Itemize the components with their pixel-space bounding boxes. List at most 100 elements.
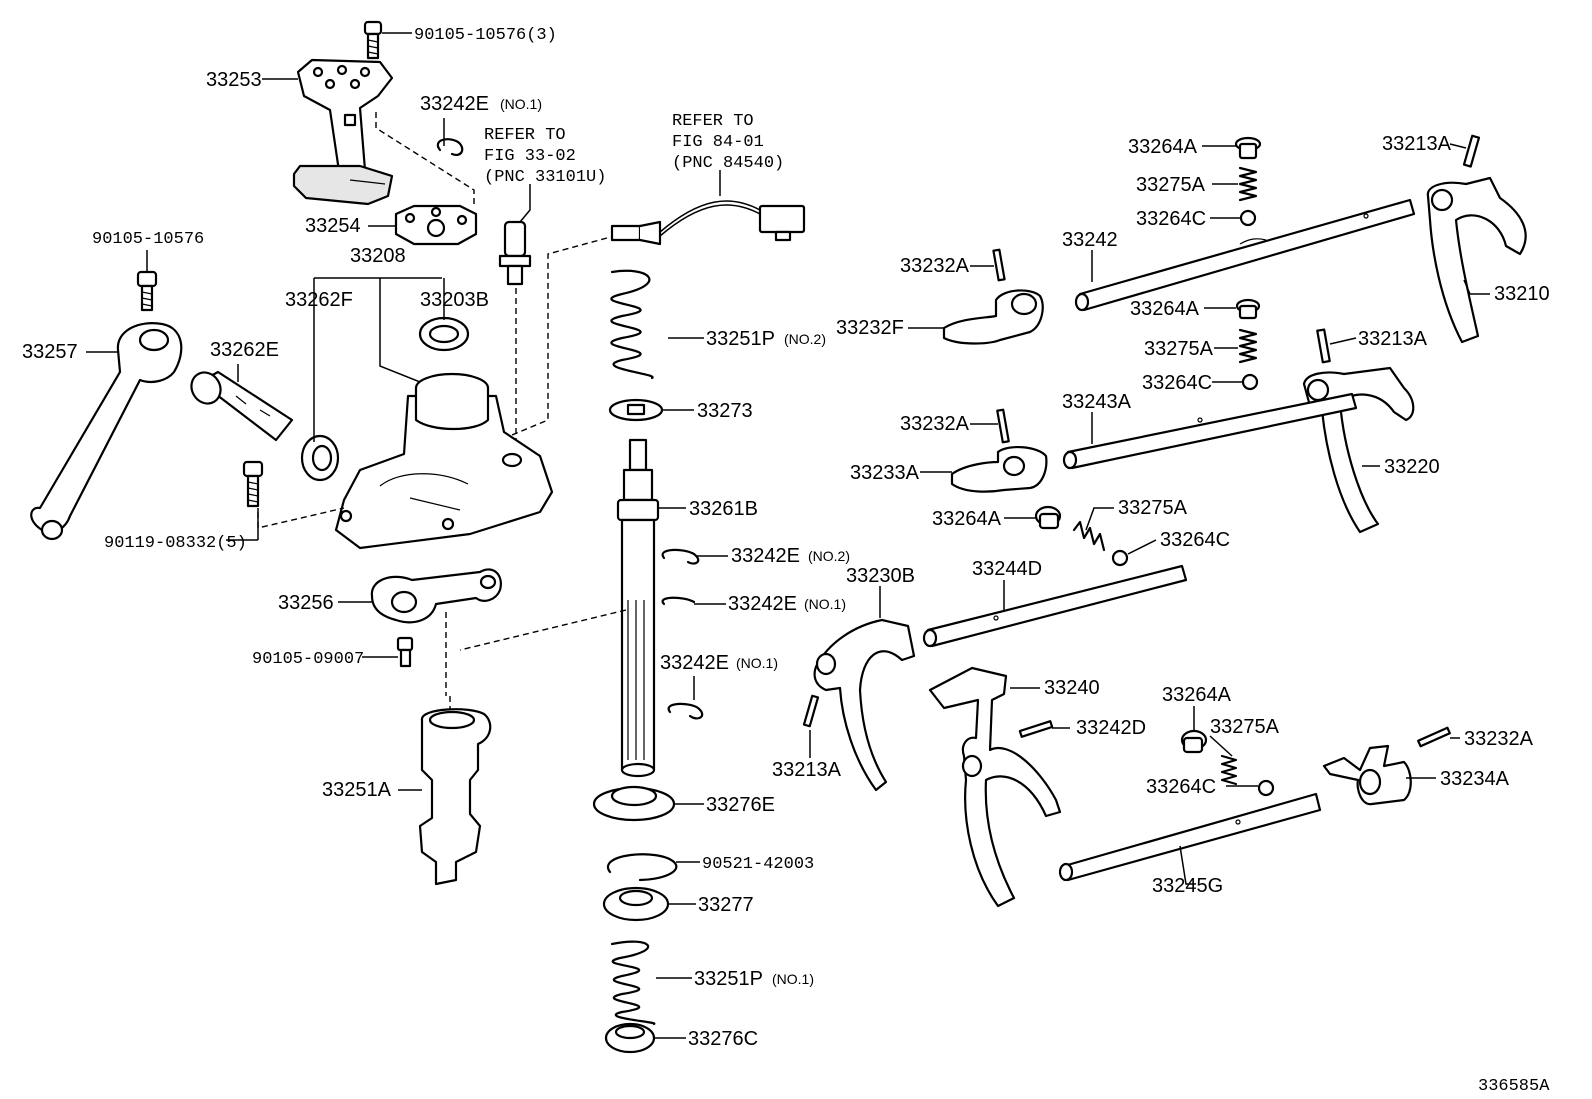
reference-note-line: FIG 84-01 <box>672 133 764 152</box>
spring-part <box>1238 166 1258 202</box>
callout-label: 33242 <box>1062 229 1118 251</box>
callout-label: 33251P <box>694 968 763 990</box>
shift-head-part <box>942 289 1044 345</box>
callout-label: 33234A <box>1440 768 1510 790</box>
pin-part <box>992 248 1006 282</box>
pin-part <box>1018 720 1054 738</box>
spring-seat-part <box>592 785 676 822</box>
callout-label: 33257 <box>22 341 78 363</box>
e-ring-part <box>661 596 696 606</box>
callout-label: 90119-08332(5) <box>104 534 247 553</box>
shift-lever-part <box>30 322 183 541</box>
ball-part <box>1239 209 1257 227</box>
reference-note-line: FIG 33-02 <box>484 147 576 166</box>
callout-label: 33264A <box>932 508 1002 530</box>
ball-part <box>1257 779 1275 797</box>
callout-label: 33213A <box>772 759 842 781</box>
shift-fork-shaft-part <box>1062 392 1358 470</box>
callout-label: 90521-42003 <box>702 855 814 874</box>
shift-fork-part <box>813 618 916 792</box>
spring-part <box>610 269 654 380</box>
pin-part <box>1417 726 1451 748</box>
plug-part <box>1034 505 1062 530</box>
callout-label: 33245G <box>1152 875 1223 897</box>
callout-label: 33264C <box>1146 776 1216 798</box>
callout-label: 33208 <box>350 245 406 267</box>
callout-label: 90105-10576 <box>92 230 204 249</box>
shift-cover-part <box>334 372 554 550</box>
pin-part <box>1462 134 1481 168</box>
pin-part <box>802 694 820 728</box>
callout-label: 33242E <box>660 652 729 674</box>
callout-note: (NO.1) <box>772 971 814 987</box>
callout-label: 33273 <box>697 400 753 422</box>
reference-note-line: REFER TO <box>672 112 754 131</box>
callout-label: 33275A <box>1136 174 1206 196</box>
callout-label: 33264A <box>1162 684 1232 706</box>
callout-label: 33276C <box>688 1028 758 1050</box>
callout-note: (NO.2) <box>808 548 850 564</box>
callout-label: 33213A <box>1382 133 1452 155</box>
lever-part <box>370 568 502 624</box>
shift-head-part <box>950 446 1048 493</box>
callout-label: 33276E <box>706 794 775 816</box>
callout-label: 33262F <box>285 289 353 311</box>
shift-fork-shaft-part <box>1058 792 1322 882</box>
shift-fork-part <box>928 666 1062 908</box>
ball-part <box>1111 549 1129 567</box>
callout-label: 33230B <box>846 565 915 587</box>
pin-part <box>1316 328 1331 364</box>
shift-fork-shaft-part <box>1074 198 1416 312</box>
e-ring-part <box>661 548 700 565</box>
plug-part <box>1234 136 1262 160</box>
bolt-part <box>363 20 383 60</box>
spring-part <box>610 940 656 1026</box>
callout-label: 33256 <box>278 592 334 614</box>
spring-part <box>1220 754 1238 786</box>
pin-part <box>996 408 1010 444</box>
bolt-part <box>136 270 158 312</box>
spring-seat-part <box>602 886 670 922</box>
shift-shaft-part <box>616 438 660 778</box>
callout-label: 33242E <box>420 93 489 115</box>
callout-label: 33220 <box>1384 456 1440 478</box>
callout-label: 33203B <box>420 289 489 311</box>
callout-label: 33242D <box>1076 717 1146 739</box>
callout-note: (NO.2) <box>784 331 826 347</box>
callout-note: (NO.1) <box>804 596 846 612</box>
shift-head-part <box>418 708 492 886</box>
spring-seat-part <box>604 1022 656 1054</box>
e-ring-part <box>436 138 464 156</box>
callout-label: 33264C <box>1160 529 1230 551</box>
callout-label: 33254 <box>305 215 361 237</box>
callout-label: 33261B <box>689 498 758 520</box>
callout-label: 33240 <box>1044 677 1100 699</box>
callout-label: 33242E <box>731 545 800 567</box>
bolt-part <box>396 636 414 668</box>
reference-note-line: (PNC 84540) <box>672 154 784 173</box>
oil-seal-part <box>418 316 470 352</box>
plug-part <box>1180 729 1208 754</box>
plug-part <box>1235 298 1261 320</box>
plate-part <box>394 204 478 246</box>
callout-label: 33275A <box>1118 497 1188 519</box>
oil-seal-part <box>300 434 340 482</box>
shift-lever-retainer-part <box>292 58 394 206</box>
callout-label: 33264C <box>1142 372 1212 394</box>
callout-label: 33251A <box>322 779 392 801</box>
leader-lines <box>86 32 1490 1039</box>
callout-label: 33233A <box>850 462 920 484</box>
shift-fork-part <box>1302 366 1415 534</box>
shift-head-part <box>1322 744 1412 806</box>
spring-part <box>1072 520 1106 552</box>
callout-label: 33253 <box>206 69 262 91</box>
callout-label: 90105-09007 <box>252 650 364 669</box>
callout-label: 33264A <box>1128 136 1198 158</box>
sensor-part <box>610 200 806 246</box>
callout-label: 33242E <box>728 593 797 615</box>
callout-label: 33244D <box>972 558 1042 580</box>
spring-part <box>1238 328 1258 364</box>
callout-label: 33277 <box>698 894 754 916</box>
callout-label: 33262E <box>210 339 279 361</box>
